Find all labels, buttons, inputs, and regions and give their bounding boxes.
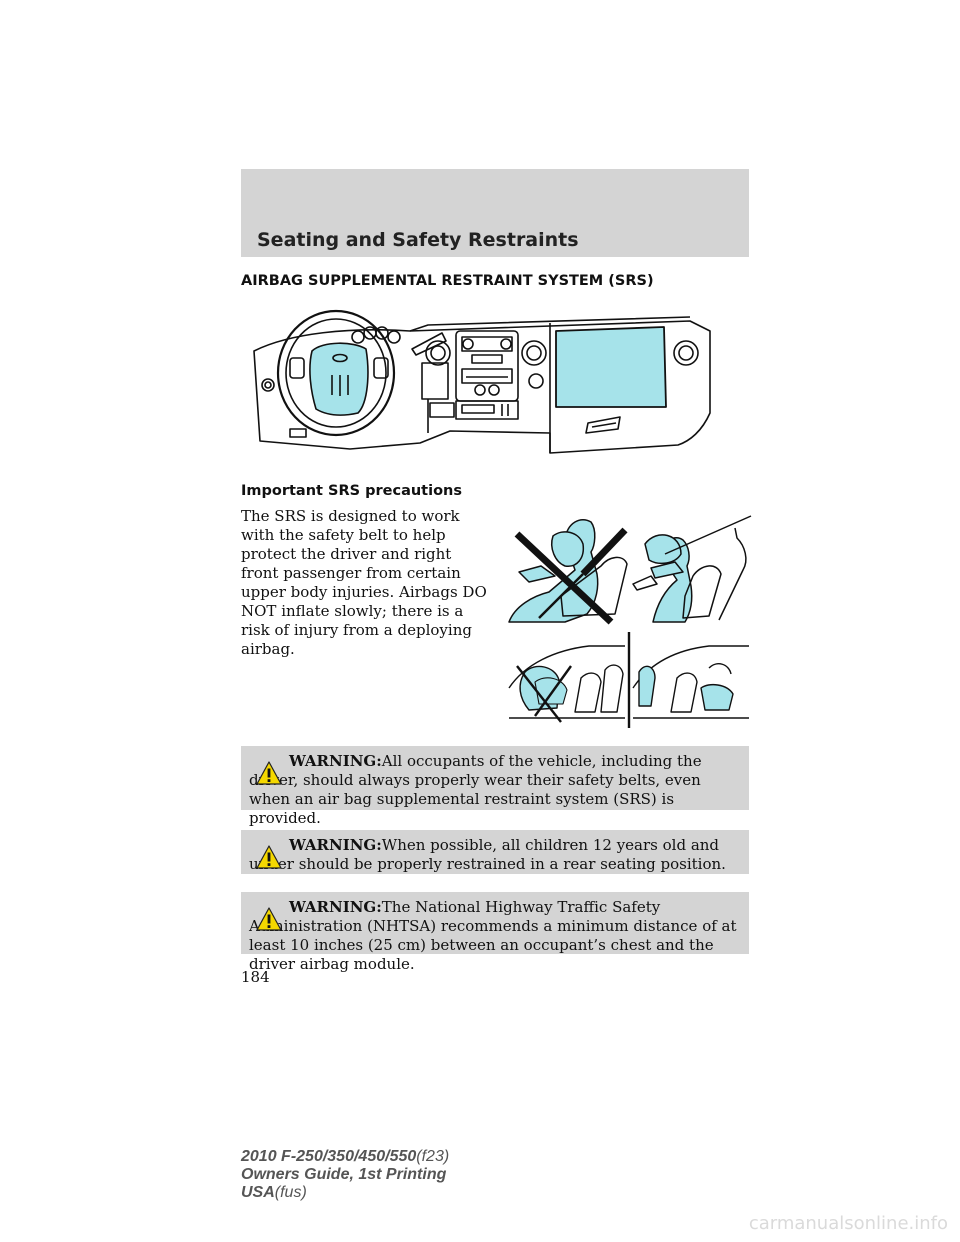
subheading: Important SRS precautions xyxy=(241,483,462,499)
watermark: carmanualsonline.info xyxy=(748,1213,948,1234)
footer-market: USA xyxy=(241,1184,275,1201)
warning-body: The National Highway Traffic Safety Admi… xyxy=(249,898,737,973)
footer-model-code: (f23) xyxy=(416,1148,450,1165)
warning-box: WARNING:When possible, all children 12 y… xyxy=(241,830,749,874)
footer-model: 2010 F-250/350/450/550 xyxy=(241,1148,417,1165)
header-band: Seating and Safety Restraints xyxy=(241,169,749,257)
footer-guide: Owners Guide, 1st Printing xyxy=(241,1166,447,1183)
occupant-position-illustration xyxy=(508,515,752,625)
page-number: 184 xyxy=(241,968,270,986)
warning-label: WARNING: xyxy=(289,752,382,770)
page-header-title: Seating and Safety Restraints xyxy=(257,229,579,251)
footer-market-code: (fus) xyxy=(274,1184,307,1201)
passenger-airbag xyxy=(555,326,667,408)
warning-label: WARNING: xyxy=(289,836,382,854)
section-title: AIRBAG SUPPLEMENTAL RESTRAINT SYSTEM (SR… xyxy=(241,273,654,289)
intro-paragraph: The SRS is designed to work with the saf… xyxy=(241,507,487,658)
child-seat-illustration xyxy=(508,632,749,728)
warning-label: WARNING: xyxy=(289,898,382,916)
warning-box: WARNING:All occupants of the vehicle, in… xyxy=(241,746,749,827)
warning-body: When possible, all children 12 years old… xyxy=(249,836,726,873)
warning-text: WARNING:When possible, all children 12 y… xyxy=(249,836,741,874)
warning-triangle-icon xyxy=(256,761,282,785)
warning-body: All occupants of the vehicle, including … xyxy=(249,752,702,827)
driver-airbag xyxy=(309,342,369,416)
print-footer: 2010 F-250/350/450/550(f23) Owners Guide… xyxy=(241,1148,449,1202)
warning-text: WARNING:All occupants of the vehicle, in… xyxy=(249,752,741,828)
dashboard-airbag-illustration xyxy=(253,309,711,454)
warning-text: WARNING:The National Highway Traffic Saf… xyxy=(249,898,741,974)
warning-triangle-icon xyxy=(256,907,282,931)
warning-box: WARNING:The National Highway Traffic Saf… xyxy=(241,892,749,973)
warning-triangle-icon xyxy=(256,845,282,869)
